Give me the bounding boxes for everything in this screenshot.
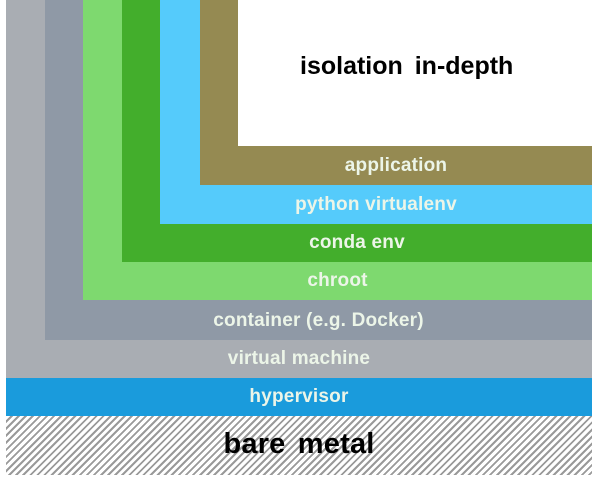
layer-label-virtual-machine: virtual machine	[227, 348, 371, 369]
layer-label-conda-env: conda env	[309, 232, 405, 253]
diagram-title: isolation in-depth	[300, 52, 514, 80]
layer-label-container: container (e.g. Docker)	[213, 310, 424, 331]
layer-bare-metal: bare metal	[6, 416, 592, 475]
layer-label-chroot: chroot	[307, 270, 368, 291]
layer-label-python-virtualenv: python virtualenv	[295, 194, 457, 215]
layer-hypervisor: hypervisor	[6, 378, 592, 416]
layer-label-application: application	[344, 155, 448, 176]
layer-label-bare-metal: bare metal	[223, 428, 375, 460]
inner-white-area	[238, 0, 600, 146]
layer-label-hypervisor: hypervisor	[249, 386, 349, 407]
